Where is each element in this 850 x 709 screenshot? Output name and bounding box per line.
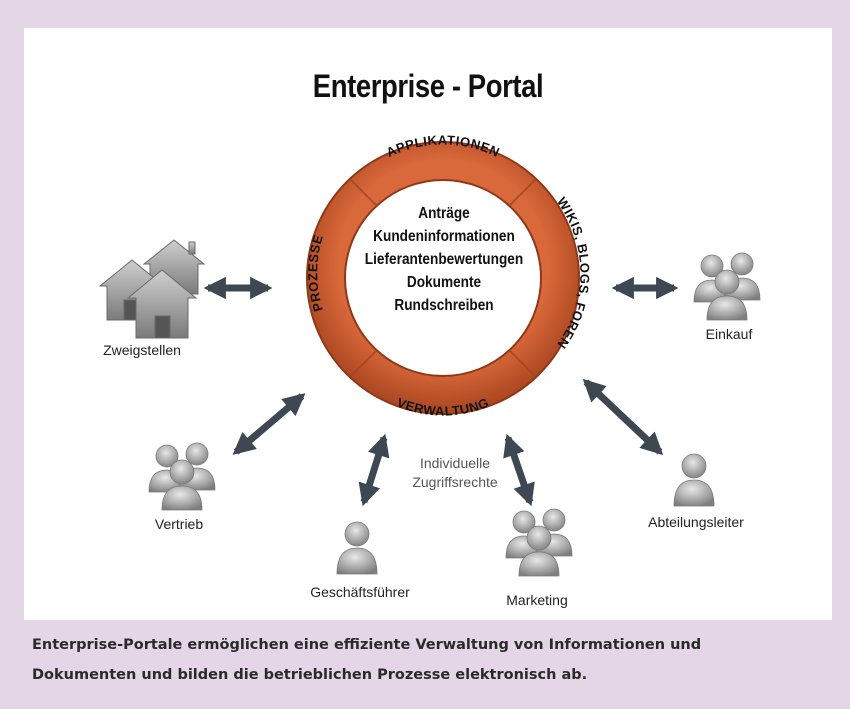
caption-line: Enterprise-Portale ermöglichen eine effi… [32,637,702,653]
center-item: Kundeninformationen [373,228,515,245]
people-group-icon-marketing [505,508,573,577]
center-item: Anträge [418,205,470,222]
label-einkauf: Einkauf [705,326,753,342]
connection-arrows [203,276,679,507]
label-vertrieb: Vertrieb [154,516,204,532]
label-marketing: Marketing [506,592,568,608]
arrow-geschaeftsfuehrer [358,433,390,507]
diagram-title: Enterprise - Portal [312,68,544,104]
access-note-line: Zugriffsrechte [412,474,498,490]
arrow-vertrieb [232,393,306,455]
people-group-icon-vertrieb [148,442,216,511]
figure-caption: Enterprise-Portale ermöglichen eine effi… [32,630,832,690]
arrow-marketing [503,433,535,507]
house-icon [98,239,206,339]
caption-line: Dokumenten und bilden die betrieblichen … [32,667,588,683]
center-item: Lieferantenbewertungen [364,251,524,268]
arrow-abteilungsleiter [582,378,664,456]
center-item: Dokumente [406,274,482,291]
person-icon-geschaeftsfuehrer [336,521,378,575]
diagram-panel: APPLIKATIONEN VERWALTUNG PROZESSE WIKIS,… [24,28,832,620]
label-abteilungsleiter: Abteilungsleiter [648,514,744,530]
portal-ring [306,141,580,415]
access-rights-note: Individuelle Zugriffsrechte [400,454,510,492]
label-geschaeftsfuehrer: Geschäftsführer [310,584,410,600]
people-group-icon-einkauf [693,252,761,321]
center-item: Rundschreiben [394,297,494,314]
person-icon-abteilungsleiter [673,453,715,507]
portal-diagram: APPLIKATIONEN VERWALTUNG PROZESSE WIKIS,… [98,132,761,577]
center-content-list: Anträge Kundeninformationen Lieferantenb… [354,202,534,317]
access-note-line: Individuelle [419,455,491,471]
label-zweigstellen: Zweigstellen [103,342,181,358]
